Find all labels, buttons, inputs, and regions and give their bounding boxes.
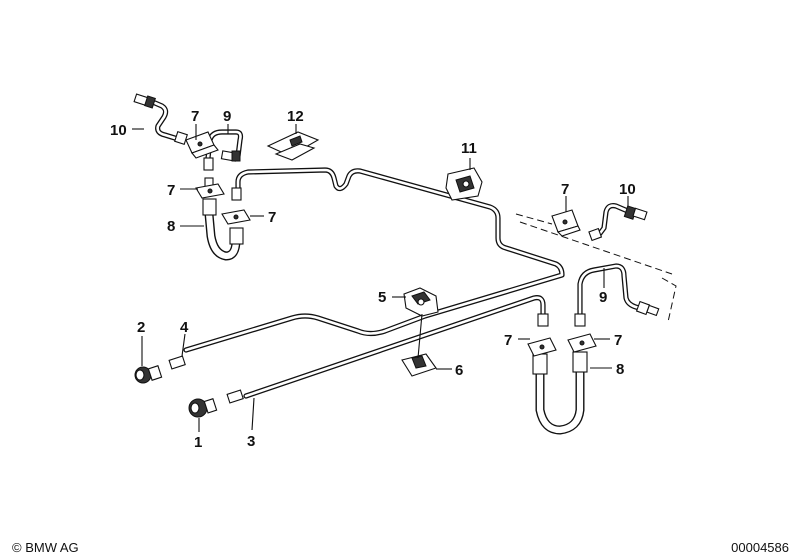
callout-9-right: 9 (599, 289, 607, 306)
callout-9-left: 9 (223, 108, 231, 125)
fitting-2-and-nut-4 (134, 355, 186, 384)
callout-10-right: 10 (619, 181, 636, 198)
clip-7-right-upper (551, 209, 581, 237)
callout-2: 2 (137, 319, 145, 336)
clip-12 (266, 131, 320, 161)
clip-7-upper (185, 131, 219, 159)
copyright-notice: © BMW AG (12, 540, 79, 555)
callout-6: 6 (455, 362, 463, 379)
document-number: 00004586 (731, 540, 789, 555)
pipe-10-right (588, 203, 648, 242)
leader-lines (132, 124, 629, 432)
bracket-5 (403, 287, 439, 317)
pipe-9-right (577, 263, 660, 319)
callout-7-upper: 7 (191, 108, 199, 125)
callout-8-left: 8 (167, 218, 175, 235)
callout-7-right-right-clip: 7 (614, 332, 622, 349)
clip-6 (401, 353, 437, 377)
main-brake-pipe (183, 167, 565, 353)
callout-3: 3 (247, 433, 255, 450)
callout-7-left-lower-clip: 7 (268, 209, 276, 226)
callout-5: 5 (378, 289, 386, 306)
reference-dash-lines (515, 213, 677, 323)
callout-1: 1 (194, 434, 202, 451)
pipe-10-left (133, 93, 188, 145)
callout-7-right-left-clip: 7 (504, 332, 512, 349)
pipe-9-left (203, 129, 244, 171)
bracket-11 (445, 167, 483, 201)
callout-7-left-clip: 7 (167, 182, 175, 199)
callout-8-right: 8 (616, 361, 624, 378)
hose-8-left (195, 177, 251, 261)
callout-10-left: 10 (110, 122, 127, 139)
callout-labels: 10 7 9 12 11 7 8 7 7 10 9 5 2 4 6 7 7 8 … (110, 108, 636, 451)
callout-11: 11 (461, 140, 477, 157)
callout-7-right-upper: 7 (561, 181, 569, 198)
hose-8-right (527, 313, 597, 435)
lower-brake-pipe (243, 295, 546, 399)
callout-4: 4 (180, 319, 189, 336)
fitting-1-and-nut-3 (188, 389, 244, 418)
callout-12: 12 (287, 108, 304, 125)
